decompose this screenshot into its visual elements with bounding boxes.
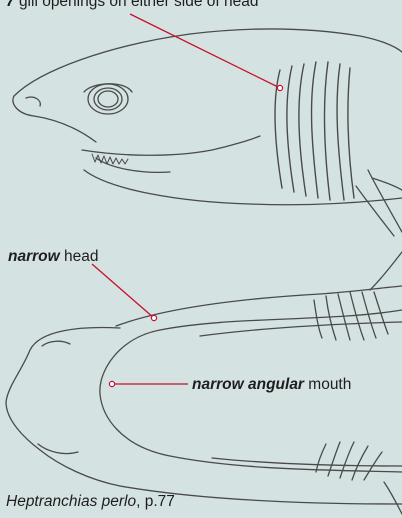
pectoral-fin-ventral [370, 252, 402, 514]
species-name: Heptranchias perlo [6, 493, 136, 510]
lateral-head-outline [13, 29, 402, 205]
gill-openings-text: gill openings on either side of head [19, 0, 259, 10]
ventral-gill-slits-lower [316, 442, 382, 480]
gill-openings-label: 7 gill openings on either side of head [6, 0, 259, 10]
narrow-mouth-text: mouth [308, 376, 351, 393]
narrow-mouth-label: narrow angular mouth [192, 377, 351, 393]
narrow-head-bold: narrow [8, 248, 60, 265]
narrow-mouth-bold: narrow angular [192, 376, 304, 393]
eye [84, 84, 132, 114]
narrow-head-text: head [64, 248, 98, 265]
page-reference: , p.77 [136, 493, 175, 510]
species-caption: Heptranchias perlo, p.77 [6, 494, 175, 510]
gill-count: 7 [6, 0, 15, 10]
narrow-head-label: narrow head [8, 249, 98, 265]
pointer-head [92, 264, 157, 321]
gill-slits [275, 62, 354, 200]
pointer-mouth [109, 381, 188, 386]
pointer-gills [130, 14, 283, 91]
